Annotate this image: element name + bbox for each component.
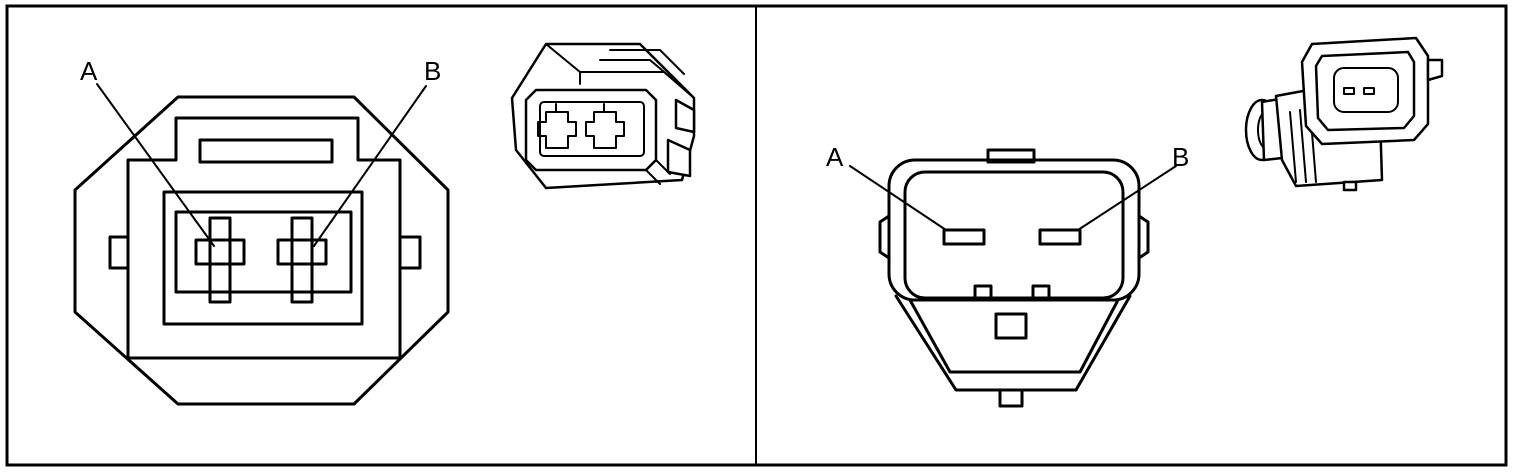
terminal-b — [276, 216, 328, 304]
harness-connector-face: A B — [73, 56, 450, 406]
terminal-cavity-inner — [174, 210, 353, 294]
terminal-a — [194, 216, 246, 304]
top-key — [986, 148, 1036, 164]
left-latch-tab — [108, 235, 130, 270]
connector-outer-shell — [887, 158, 1141, 302]
pin-label-b: B — [1172, 142, 1189, 172]
bottom-key — [998, 388, 1024, 408]
leader-line-b — [313, 85, 427, 247]
terminal-a — [942, 228, 986, 246]
locating-nub-right — [1031, 284, 1051, 302]
right-panel: A B — [826, 36, 1444, 408]
left-panel: A B — [73, 42, 696, 406]
right-latch-tab — [400, 235, 422, 270]
component-connector-face: A B — [826, 142, 1189, 408]
harness-connector-3d-icon — [510, 42, 696, 190]
terminal-cavity-outer — [162, 190, 364, 326]
leader-line-a — [849, 165, 947, 231]
terminal-b — [1038, 228, 1082, 246]
connector-inner-shroud — [126, 116, 402, 360]
connector-outer-body — [73, 95, 450, 406]
leader-line-a — [96, 83, 215, 247]
lock-slot — [198, 138, 334, 164]
locating-nub-left — [973, 284, 993, 302]
connector-inner-shell — [903, 170, 1125, 300]
right-side-rib — [1137, 214, 1150, 260]
pin-label-a: A — [80, 56, 98, 86]
leader-line-b — [1077, 165, 1177, 231]
sensor-connector-3d-icon — [1244, 36, 1444, 192]
left-side-rib — [878, 214, 891, 260]
pin-label-b: B — [424, 56, 441, 86]
pin-label-a: A — [826, 142, 844, 172]
connector-inner-taper — [908, 298, 1120, 374]
center-tab — [994, 312, 1028, 340]
